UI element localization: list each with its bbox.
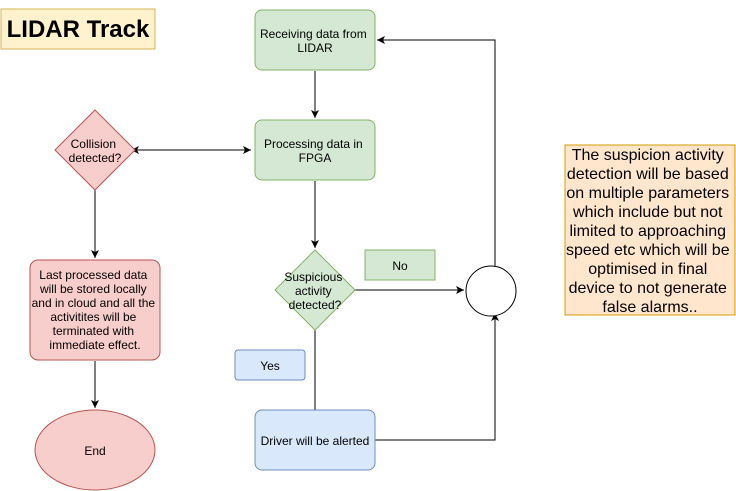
- label-yes-text: Yes: [260, 359, 280, 373]
- svg-text:Last processed data will: Last processed data will be stored local…: [32, 268, 159, 352]
- node-last-processed: Last processed data will be stored local…: [29, 259, 161, 361]
- decision-suspicious-line-1: Suspicious: [284, 270, 342, 284]
- label-yes: Yes: [234, 349, 306, 381]
- label-no: No: [364, 249, 436, 281]
- node-end: End: [34, 409, 156, 491]
- node-processing-line-2: FPGA: [299, 151, 332, 165]
- decision-collision-detected: Collision detected?: [54, 109, 136, 191]
- svg-text:Collision detected?: Collision detected?: [69, 137, 122, 165]
- edge-merge-to-receiving: [377, 36, 496, 266]
- node-end-text: End: [84, 444, 105, 458]
- node-processing-data: Processing data in FPGA: [254, 119, 376, 181]
- decision-suspicious-line-3: detected?: [289, 298, 342, 312]
- connectors: [91, 36, 499, 441]
- svg-text:Processing data in FPGA: Processing data in FPGA: [264, 137, 366, 165]
- note-line-8: device to not generate: [569, 280, 727, 297]
- decision-suspicious-line-2: activity: [295, 284, 332, 298]
- node-last-processed-line-4: activitites will be: [50, 310, 136, 324]
- node-processing-line-1: Processing data in: [264, 137, 363, 151]
- merge-circle: [465, 265, 517, 317]
- node-receiving-line-1: Receiving data from: [260, 27, 367, 41]
- page-title: LIDAR Track: [7, 16, 150, 43]
- note-line-5: limited to approaching: [570, 223, 727, 240]
- decision-collision-line-2: detected?: [69, 151, 122, 165]
- decision-collision-line-1: Collision: [71, 137, 116, 151]
- node-driver-alerted: Driver will be alerted: [254, 409, 376, 471]
- node-last-processed-line-5: terminated with: [53, 324, 134, 338]
- svg-text:Receiving data from LIDA: Receiving data from LIDAR: [260, 27, 370, 55]
- node-last-processed-line-3: and in cloud and all the: [32, 296, 156, 310]
- svg-text:Suspicious activity: Suspicious activity detected?: [284, 270, 345, 312]
- note-line-4: which include but not: [572, 204, 723, 221]
- edge-driver-to-merge: [375, 313, 499, 441]
- note-line-6: speed etc which will be: [566, 242, 730, 259]
- note-line-2: detection will be based: [567, 166, 729, 183]
- node-last-processed-line-1: Last processed data: [39, 268, 147, 282]
- node-last-processed-line-2: will be stored locally: [39, 282, 147, 296]
- title-box: LIDAR Track: [0, 8, 156, 50]
- note-line-9: false alarms..: [602, 299, 697, 316]
- decision-suspicious-activity: Suspicious activity detected?: [274, 249, 356, 331]
- node-driver-text: Driver will be alerted: [261, 434, 370, 448]
- svg-text:The suspicion activity d: The suspicion activity detection will be…: [566, 147, 734, 316]
- node-receiving-line-2: LIDAR: [297, 41, 333, 55]
- note-box: The suspicion activity detection will be…: [564, 144, 736, 316]
- note-line-7: optimised in final: [588, 261, 707, 278]
- label-no-text: No: [392, 259, 408, 273]
- note-line-1: The suspicion activity: [572, 147, 724, 164]
- node-receiving-data: Receiving data from LIDAR: [254, 9, 376, 71]
- node-last-processed-line-6: immediate effect.: [49, 338, 140, 352]
- note-line-3: on multiple parameters: [566, 185, 729, 202]
